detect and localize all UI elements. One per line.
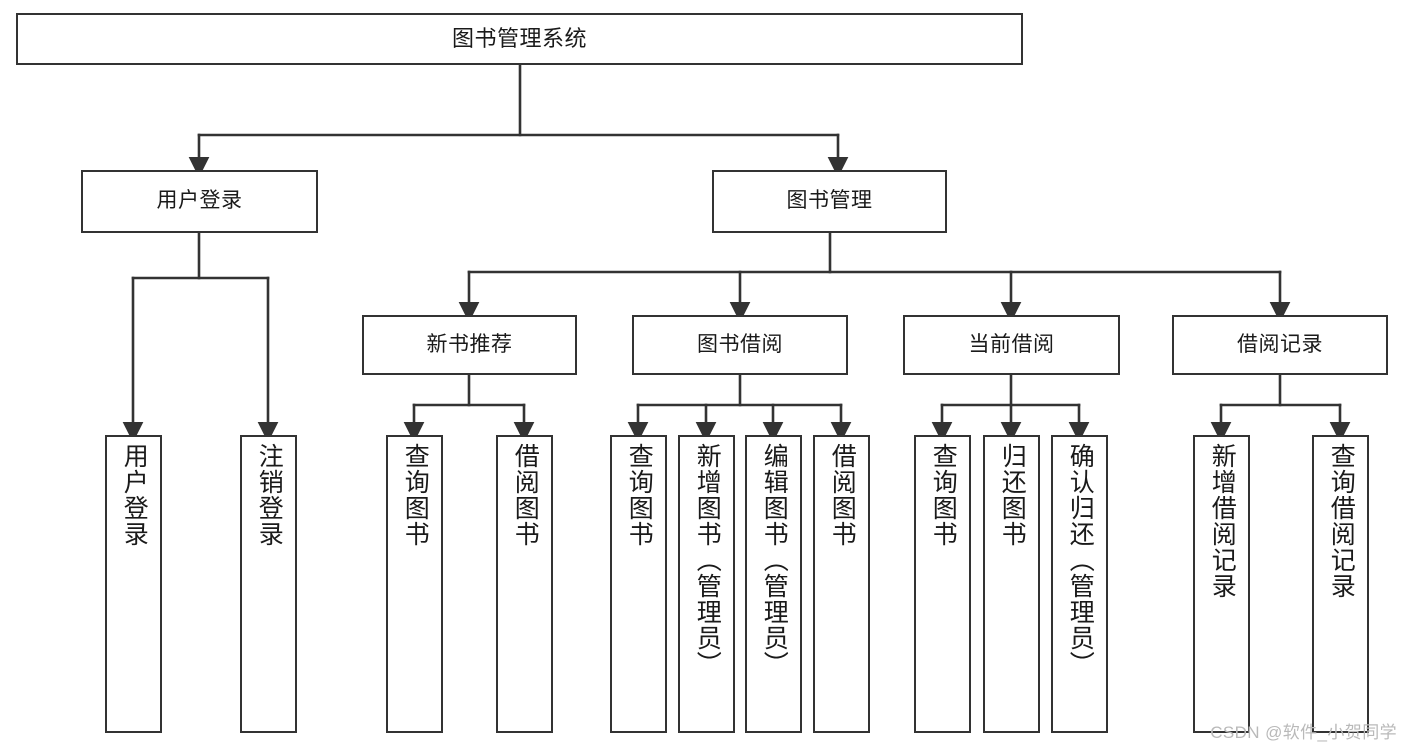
node-root-system[interactable]: 图书管理系统: [16, 13, 1023, 65]
leaf-return-book[interactable]: 归还图书: [983, 435, 1040, 733]
node-label: 查询图书: [929, 443, 958, 547]
node-label: 图书管理: [786, 189, 873, 213]
leaf-edit-book-admin[interactable]: 编辑图书（管理员）: [745, 435, 802, 733]
leaf-user-login[interactable]: 用户登录: [105, 435, 162, 733]
leaf-query-book-current[interactable]: 查询图书: [914, 435, 971, 733]
leaf-add-book-admin[interactable]: 新增图书（管理员）: [678, 435, 735, 733]
node-label: 借阅记录: [1237, 332, 1323, 356]
leaf-confirm-return-admin[interactable]: 确认归还（管理员）: [1051, 435, 1108, 733]
leaf-borrow-book-recommend[interactable]: 借阅图书: [496, 435, 553, 733]
node-new-book-recommend[interactable]: 新书推荐: [362, 315, 577, 375]
node-label: 新增借阅记录: [1208, 443, 1237, 599]
leaf-logout[interactable]: 注销登录: [240, 435, 297, 733]
node-label: 查询借阅记录: [1327, 443, 1356, 599]
node-label: 新增图书（管理员）: [693, 443, 722, 677]
node-user-login[interactable]: 用户登录: [81, 170, 318, 233]
leaf-borrow-book[interactable]: 借阅图书: [813, 435, 870, 733]
leaf-query-book-borrow[interactable]: 查询图书: [610, 435, 667, 733]
node-label: 用户登录: [156, 189, 243, 213]
node-book-borrow[interactable]: 图书借阅: [632, 315, 848, 375]
node-label: 图书借阅: [697, 332, 783, 356]
leaf-query-borrow-record[interactable]: 查询借阅记录: [1312, 435, 1369, 733]
node-label: 借阅图书: [828, 443, 857, 547]
node-label: 图书管理系统: [451, 26, 587, 52]
node-label: 用户登录: [120, 443, 149, 547]
node-label: 注销登录: [255, 443, 284, 547]
csdn-watermark: CSDN @软件_小贺同学: [1210, 723, 1397, 742]
node-book-management[interactable]: 图书管理: [712, 170, 947, 233]
node-label: 查询图书: [625, 443, 654, 547]
node-label: 查询图书: [401, 443, 430, 547]
leaf-query-book-recommend[interactable]: 查询图书: [386, 435, 443, 733]
node-label: 编辑图书（管理员）: [760, 443, 789, 677]
leaf-add-borrow-record[interactable]: 新增借阅记录: [1193, 435, 1250, 733]
node-label: 归还图书: [998, 443, 1027, 547]
node-current-borrow[interactable]: 当前借阅: [903, 315, 1120, 375]
node-label: 新书推荐: [426, 332, 513, 356]
node-borrow-record[interactable]: 借阅记录: [1172, 315, 1388, 375]
node-label: 借阅图书: [511, 443, 540, 547]
node-label: 当前借阅: [968, 332, 1055, 356]
node-label: 确认归还（管理员）: [1066, 443, 1095, 677]
